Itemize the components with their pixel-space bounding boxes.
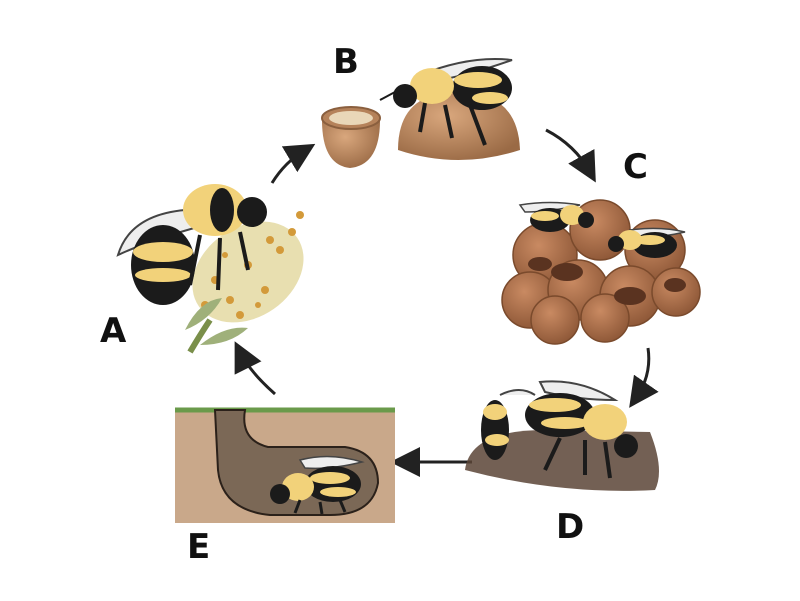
bee-d-large <box>525 380 638 479</box>
catkin-leaves <box>185 298 248 345</box>
bee-b-thorax <box>410 68 454 104</box>
arrow-c-to-d <box>629 347 659 408</box>
bee-b-legs <box>418 102 487 146</box>
stage-c-brood-cells <box>501 199 701 345</box>
bee-b-head <box>393 84 417 108</box>
bee-a-abdomen <box>131 225 195 305</box>
bee-a <box>116 184 267 305</box>
arrow-e-to-a <box>234 341 276 396</box>
stage-label-d: D <box>556 507 585 547</box>
bee-c-left <box>518 201 594 232</box>
cycle-arrows <box>234 128 659 477</box>
catkin-stem <box>187 318 213 354</box>
stage-e-hibernation <box>175 407 395 523</box>
stage-b-queen-on-brood <box>321 58 520 168</box>
arrow-a-to-b <box>270 143 316 184</box>
stage-label-b: B <box>333 42 359 82</box>
bee-a-legs <box>188 231 250 291</box>
stage-label-c: C <box>623 147 648 187</box>
stage-label-a: A <box>100 311 127 351</box>
stage-d-mating <box>465 380 659 491</box>
cell-openings <box>528 257 686 305</box>
stage-a-bee-on-catkin <box>116 184 304 354</box>
arrow-b-to-c <box>545 128 596 183</box>
bee-e <box>270 455 365 515</box>
honey-pot <box>321 106 381 168</box>
cell-cluster <box>501 199 701 345</box>
bee-c-right <box>608 227 686 258</box>
bee-b <box>379 58 513 146</box>
bee-a-head <box>237 197 267 227</box>
bee-d-small <box>481 389 536 460</box>
stage-label-e: E <box>187 527 211 567</box>
